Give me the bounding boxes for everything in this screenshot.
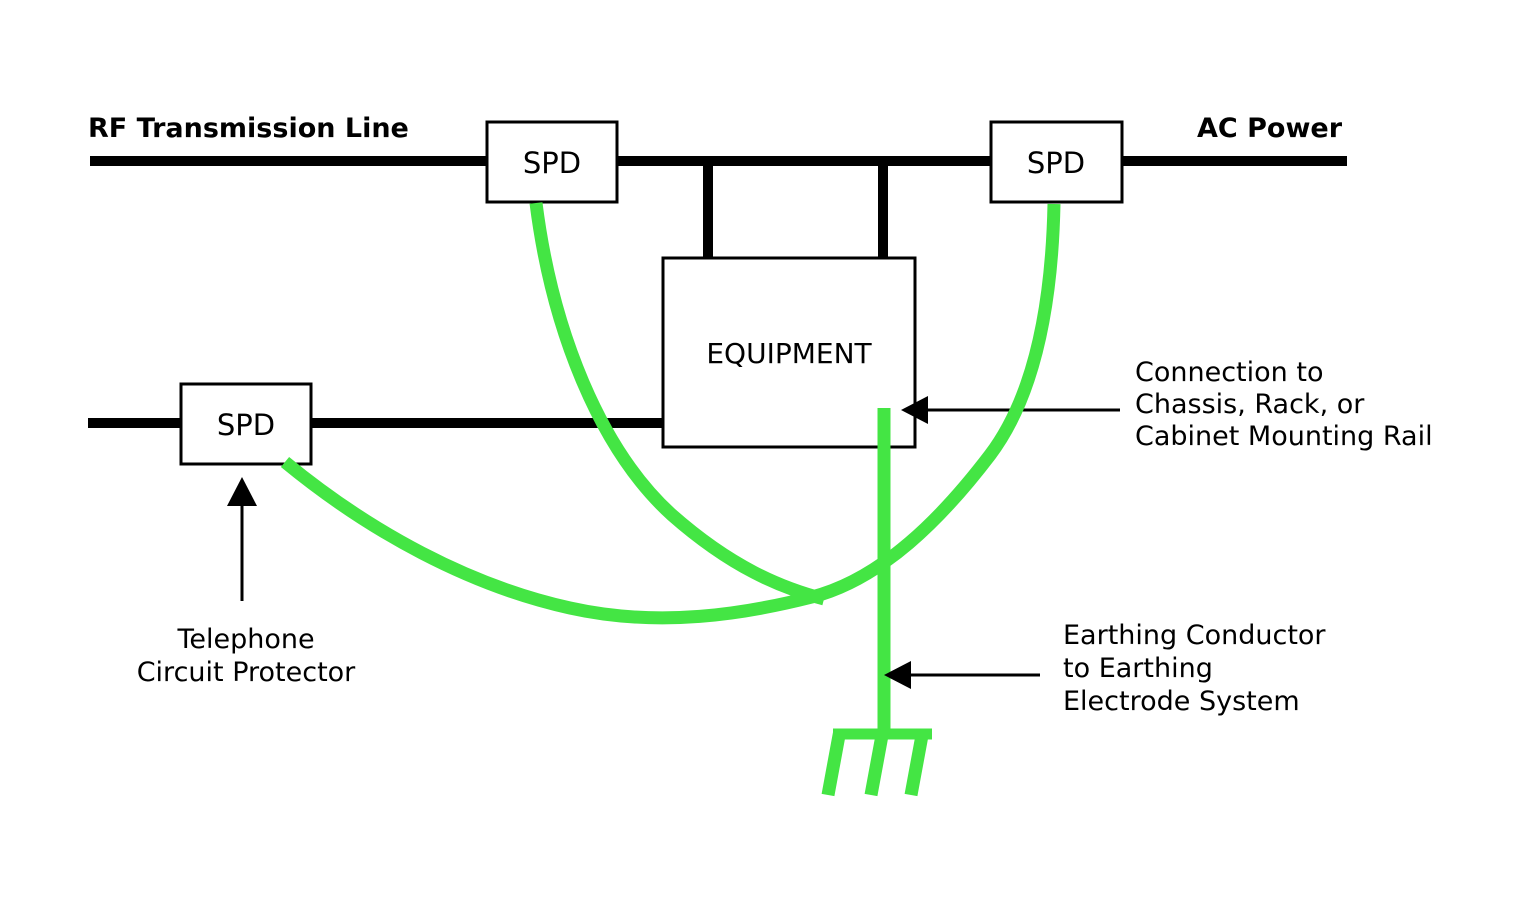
spd-box-telephone xyxy=(179,382,313,466)
equipment-label: EQUIPMENT xyxy=(706,337,872,370)
telephone-arrow-icon xyxy=(227,477,257,506)
ac-power-label: AC Power xyxy=(1197,113,1343,144)
earth-conductor-rf-spd xyxy=(529,202,826,606)
chassis-arrow-icon xyxy=(901,396,928,424)
spd-telephone-label: SPD xyxy=(217,408,275,442)
earthing-annotation-line1: Earthing Conductor xyxy=(1063,620,1326,651)
chassis-annotation-line1: Connection to xyxy=(1135,357,1323,388)
earthing-arrow-icon xyxy=(884,661,911,689)
spd-rf-label: SPD xyxy=(523,146,581,180)
spd-box-rf xyxy=(485,120,619,204)
chassis-annotation: Connection to Chassis, Rack, or Cabinet … xyxy=(1135,357,1433,452)
equipment-box xyxy=(661,256,917,449)
earth-electrode-prongs-icon xyxy=(821,728,930,797)
earthing-annotation: Earthing Conductor to Earthing Electrode… xyxy=(1063,620,1326,717)
telephone-annotation-line2: Circuit Protector xyxy=(137,657,356,688)
rf-transmission-line-label: RF Transmission Line xyxy=(88,113,409,144)
spd-box-ac xyxy=(989,120,1124,204)
earthing-annotation-line3: Electrode System xyxy=(1063,686,1300,717)
telephone-annotation-line1: Telephone xyxy=(176,624,314,655)
chassis-annotation-line2: Chassis, Rack, or xyxy=(1135,389,1365,420)
chassis-annotation-line3: Cabinet Mounting Rail xyxy=(1135,421,1433,452)
telephone-annotation: Telephone Circuit Protector xyxy=(137,624,356,688)
earthing-annotation-line2: to Earthing xyxy=(1063,653,1213,684)
spd-ac-label: SPD xyxy=(1027,146,1085,180)
